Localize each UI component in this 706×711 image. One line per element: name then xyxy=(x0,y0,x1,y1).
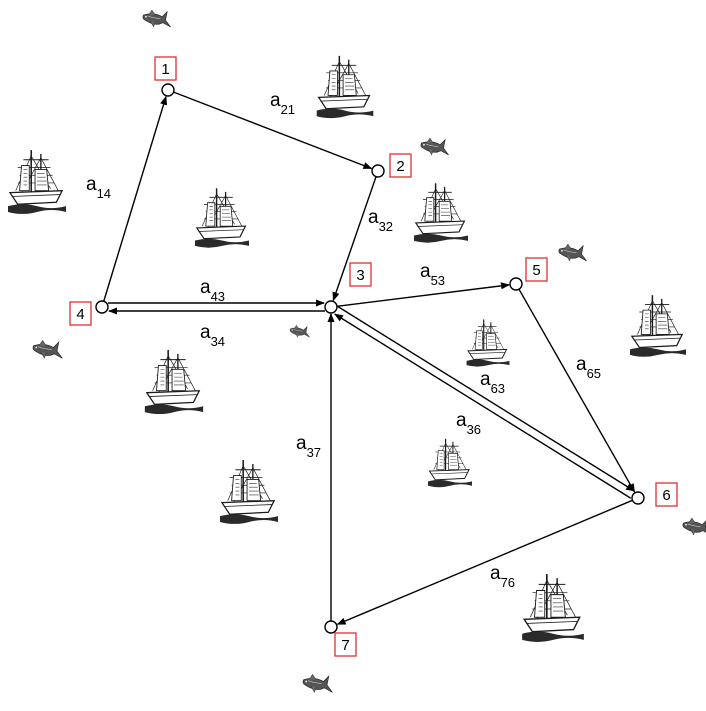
fish-icon xyxy=(420,137,450,156)
edges-layer xyxy=(103,91,636,625)
node-label-5: 5 xyxy=(532,262,540,279)
edge-label-7-3: a37 xyxy=(296,433,321,460)
node-label-box-3 xyxy=(349,262,372,287)
node-6 xyxy=(631,491,645,505)
fish-icon xyxy=(682,517,706,536)
fish-icon xyxy=(32,339,63,359)
fishing-boat-icon xyxy=(466,318,510,368)
node-label-1: 1 xyxy=(161,61,169,78)
fish-icon xyxy=(142,9,172,28)
fishing-boat-icon xyxy=(8,149,66,215)
fishing-boat-icon xyxy=(414,182,468,244)
edge-label-1-2: a21 xyxy=(270,90,295,117)
node-1 xyxy=(161,83,175,97)
node-label-box-7 xyxy=(334,632,357,657)
edge-label-4-1: a14 xyxy=(86,174,111,201)
node-label-box-6 xyxy=(655,482,678,507)
node-label-3: 3 xyxy=(356,267,364,284)
node-label-6: 6 xyxy=(662,487,670,504)
fishing-boat-icon xyxy=(220,459,278,525)
edge-6-3 xyxy=(334,313,632,499)
edge-label-3-6: a36 xyxy=(456,410,481,437)
fishing-boat-icons xyxy=(8,55,686,643)
fishing-boat-icon xyxy=(630,294,686,358)
fishing-boat-icon xyxy=(195,187,249,249)
node-2 xyxy=(371,164,385,178)
node-label-2: 2 xyxy=(396,158,404,175)
edge-2-3 xyxy=(332,176,377,302)
edge-6-7 xyxy=(336,499,633,625)
node-4 xyxy=(95,300,109,314)
node-7 xyxy=(324,620,338,634)
fishing-boat-icon xyxy=(144,349,204,415)
fish-icon xyxy=(289,324,310,338)
node-label-box-4 xyxy=(69,301,92,326)
edge-labels-layer: a21 a32 a14 a43 a34 a53 a65 a63 a36 a37 a76 xyxy=(86,90,601,590)
node-labels-layer: 1 2 3 4 5 6 7 xyxy=(69,56,678,657)
nodes-layer xyxy=(95,83,645,634)
edge-1-2 xyxy=(173,91,373,170)
edge-3-6 xyxy=(337,306,635,492)
edge-label-2-3: a32 xyxy=(368,207,393,234)
node-label-7: 7 xyxy=(341,637,349,654)
edge-label-5-6: a65 xyxy=(576,354,601,381)
node-label-box-2 xyxy=(389,153,412,178)
edge-5-6 xyxy=(518,288,636,493)
fish-icon xyxy=(558,243,588,262)
node-label-box-1 xyxy=(154,56,177,81)
node-label-4: 4 xyxy=(76,306,84,323)
edge-4-1 xyxy=(103,95,168,302)
fishing-boat-icon xyxy=(316,55,374,119)
edge-label-3-5: a53 xyxy=(420,261,445,288)
edge-3-5 xyxy=(336,282,510,307)
edge-label-6-7: a76 xyxy=(490,563,515,590)
edge-label-3-4: a43 xyxy=(200,277,225,304)
fishing-boat-icon xyxy=(428,438,472,488)
node-label-box-5 xyxy=(525,257,548,282)
fish-icon xyxy=(302,673,333,693)
node-3 xyxy=(324,300,338,314)
fishing-boat-icon xyxy=(522,573,584,643)
node-5 xyxy=(509,277,523,291)
edge-label-6-3: a63 xyxy=(480,369,505,396)
edge-label-4-3: a34 xyxy=(200,322,225,349)
